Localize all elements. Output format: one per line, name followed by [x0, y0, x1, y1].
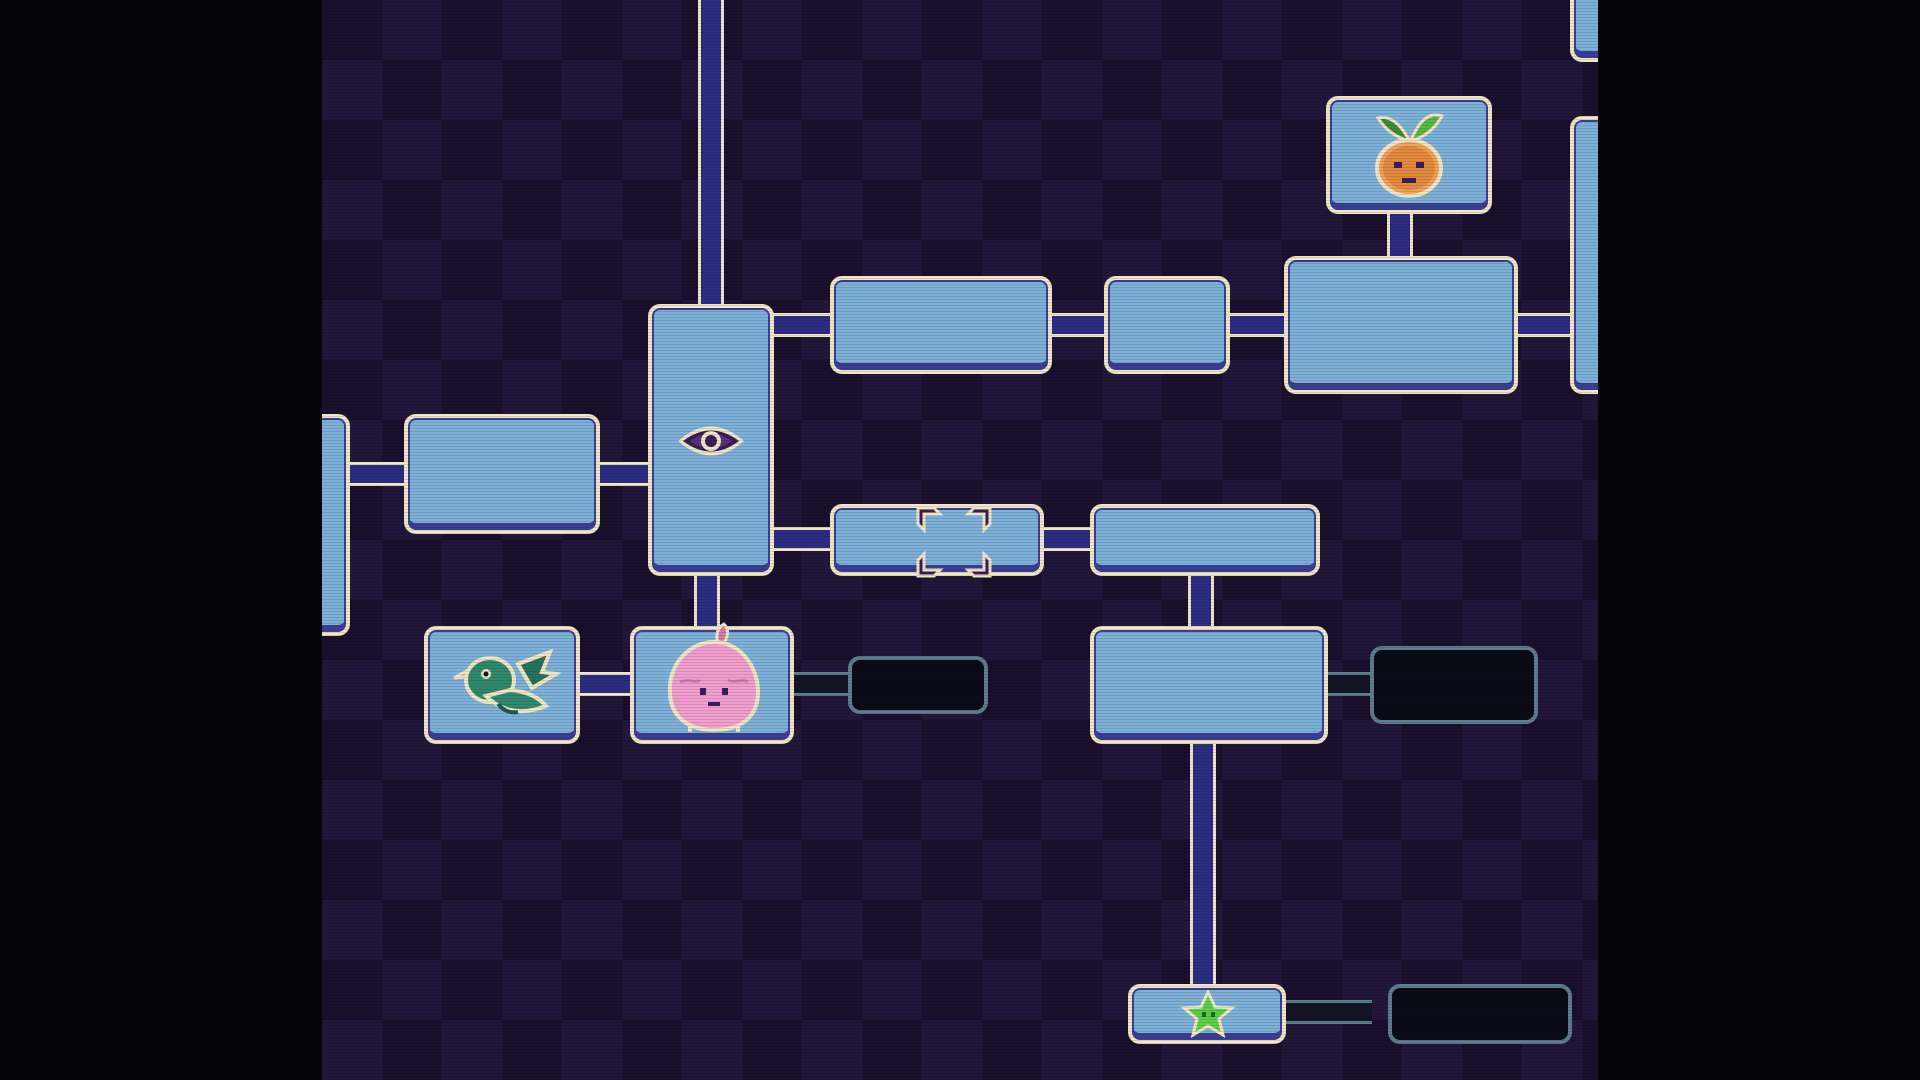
- current-position-brackets-icon: [914, 504, 994, 580]
- radish-sprout-icon: [1366, 104, 1452, 204]
- room-center-east[interactable]: [1090, 504, 1320, 576]
- room-unexplored-1[interactable]: [848, 656, 988, 714]
- pink-fluff-creature-icon: [660, 622, 768, 736]
- room-north-long[interactable]: [830, 276, 1052, 374]
- corridor-north-vertical: [698, 0, 724, 310]
- corridor-star-unexplored3: [1282, 1000, 1372, 1024]
- corridor-eye-pink: [694, 568, 720, 630]
- corridor-northlong-northsmall: [1044, 313, 1108, 337]
- green-star-icon: [1180, 990, 1236, 1038]
- room-star-save[interactable]: [1128, 984, 1286, 1044]
- room-radish-npc[interactable]: [1326, 96, 1492, 214]
- corridor-centereast-southeast: [1188, 570, 1214, 634]
- room-north-small[interactable]: [1104, 276, 1230, 374]
- corridor-northsmall-nelarge: [1226, 313, 1288, 337]
- corridor-eye-northlong: [770, 313, 830, 337]
- room-east-edge[interactable]: [1570, 116, 1598, 394]
- letterbox-right: [1598, 0, 1920, 1080]
- corridor-pink-unexplored1: [790, 672, 854, 696]
- room-west[interactable]: [404, 414, 600, 534]
- room-northeast-corner[interactable]: [1570, 0, 1598, 62]
- corridor-southeast-unexplored2: [1320, 672, 1370, 696]
- corridor-bird-pink: [576, 672, 638, 696]
- room-unexplored-3[interactable]: [1388, 984, 1572, 1044]
- room-northeast-large[interactable]: [1284, 256, 1518, 394]
- room-eye-shrine[interactable]: [648, 304, 774, 576]
- corridor-southeast-star: [1190, 738, 1216, 994]
- room-unexplored-2[interactable]: [1370, 646, 1538, 724]
- room-far-left[interactable]: [322, 414, 350, 636]
- letterbox-left: [0, 0, 322, 1080]
- corridor-eye-current: [770, 527, 830, 551]
- green-bird-icon: [446, 644, 564, 732]
- eye-icon: [676, 418, 746, 464]
- room-bird-npc[interactable]: [424, 626, 580, 744]
- dungeon-map[interactable]: [322, 0, 1598, 1080]
- room-south-east[interactable]: [1090, 626, 1328, 744]
- room-pink-npc[interactable]: [630, 622, 794, 744]
- room-current[interactable]: [830, 504, 1044, 578]
